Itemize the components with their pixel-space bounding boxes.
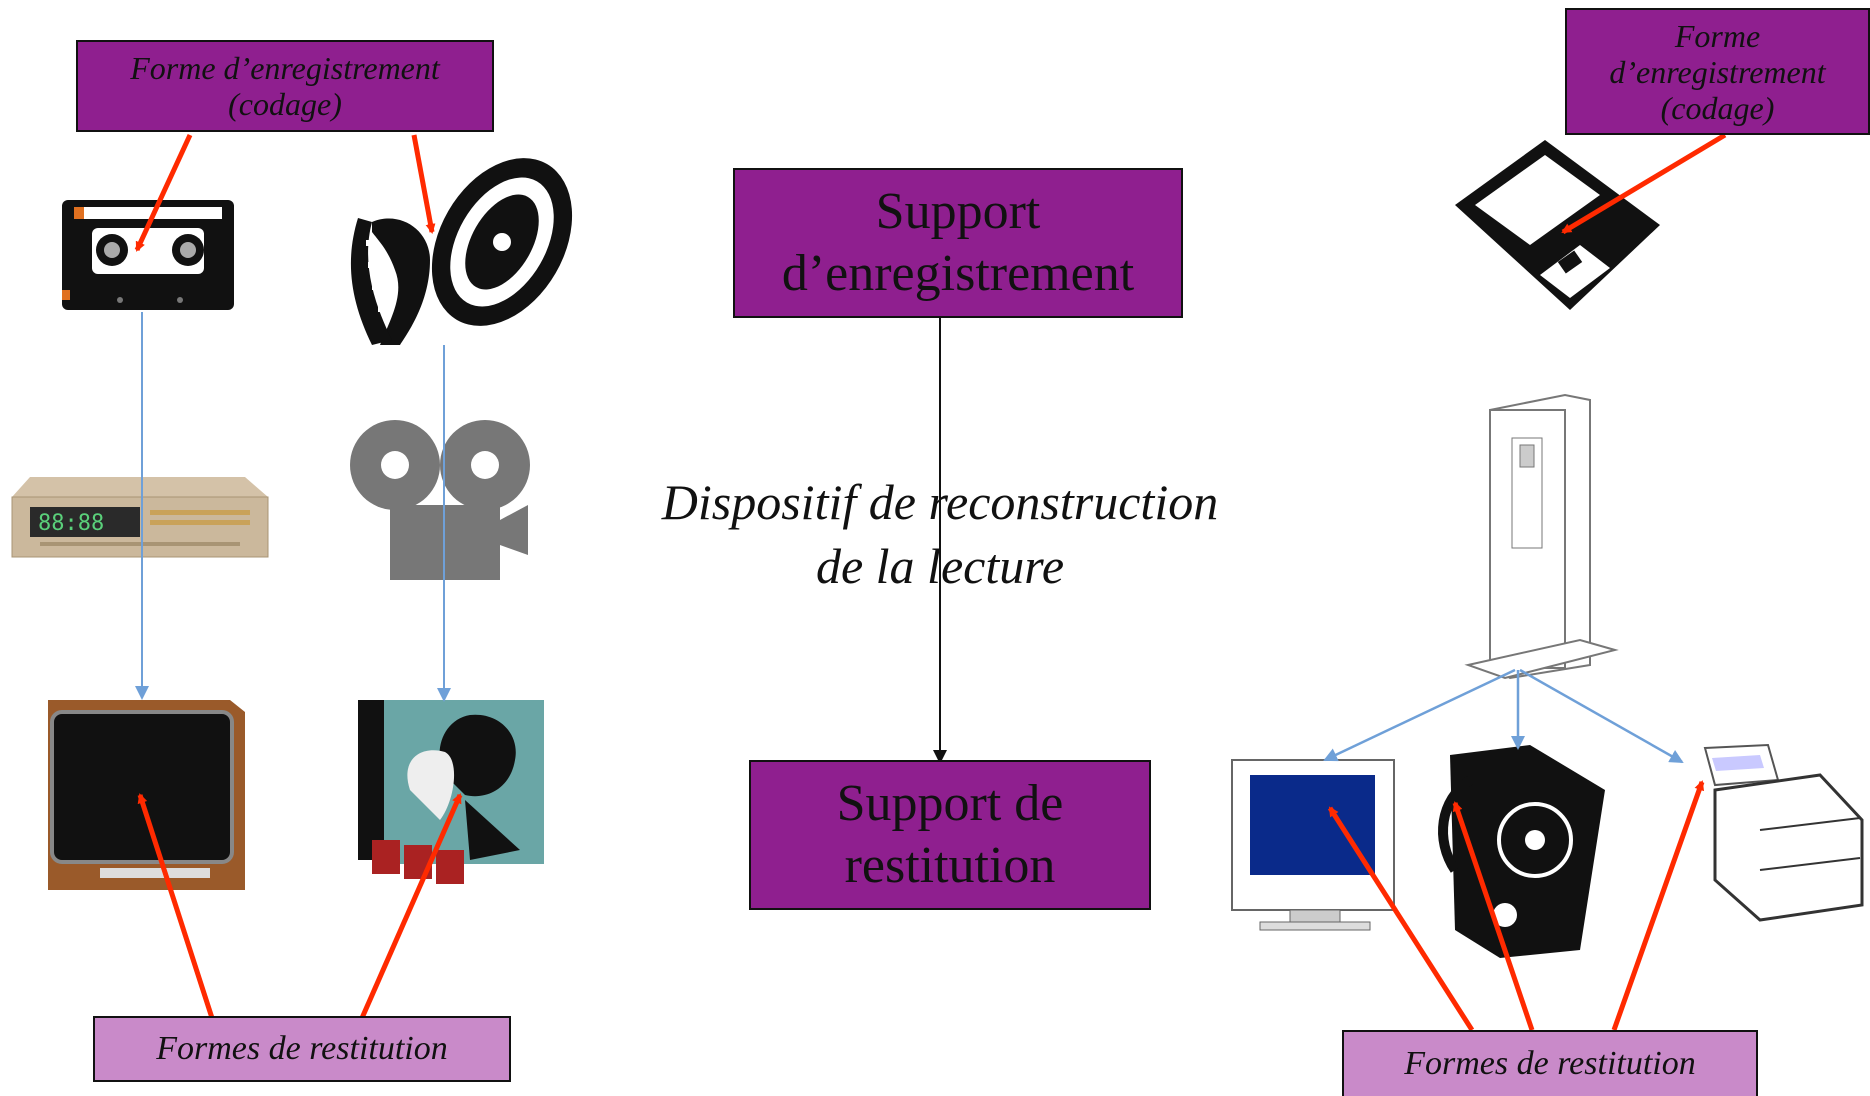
left-restitution-label: Formes de restitution	[93, 1016, 511, 1082]
red-arrow-coding-reel	[411, 134, 436, 234]
red-arrow-coding-cassette	[134, 133, 193, 252]
dispositif-line-2: de la lecture	[815, 538, 1065, 594]
left-coding-line-2: (codage)	[228, 86, 342, 122]
red-arrow-restitution-tv	[137, 793, 215, 1019]
right-coding-line-1: Forme	[1674, 17, 1761, 54]
speaker-icon	[1438, 745, 1605, 958]
right-coding-label: Forme d’enregistrement (codage)	[1565, 8, 1870, 135]
left-restitution-text: Formes de restitution	[156, 1030, 448, 1067]
svg-text:88:88: 88:88	[38, 511, 104, 536]
red-arrow-restitution-poster	[359, 793, 463, 1020]
cinema-poster-icon	[358, 700, 544, 884]
left-coding-label: Forme d’enregistrement (codage)	[76, 40, 494, 132]
right-restitution-label: Formes de restitution	[1342, 1030, 1758, 1096]
right-restitution-text: Formes de restitution	[1404, 1045, 1696, 1082]
arrow-server-printer	[1519, 668, 1684, 764]
cassette-icon	[62, 200, 234, 310]
film-reel-icon	[350, 158, 573, 345]
support-enregistrement-box: Support d’enregistrement	[733, 168, 1183, 318]
server-tower-icon	[1464, 393, 1619, 680]
vcr-icon: 88:88	[11, 477, 269, 558]
right-coding-line-3: (codage)	[1660, 89, 1775, 126]
dispositif-label: Dispositif de reconstruction de la lectu…	[600, 470, 1280, 598]
printer-icon	[1703, 743, 1864, 922]
left-coding-line-1: Forme d’enregistrement	[130, 50, 440, 86]
support-restitution-box: Support de restitution	[749, 760, 1151, 910]
red-arrow-coding-floppy	[1561, 132, 1727, 235]
dispositif-line-1: Dispositif de reconstruction	[661, 474, 1219, 530]
support-restitution-line-1: Support de	[836, 775, 1064, 832]
arrow-server-monitor	[1323, 668, 1516, 762]
red-arrow-restitution-speaker	[1452, 801, 1535, 1031]
red-arrow-restitution-monitor	[1327, 806, 1475, 1032]
floppy-disk-icon	[1455, 140, 1660, 310]
support-enregistrement-line-1: Support	[875, 183, 1041, 240]
right-coding-line-2: d’enregistrement	[1609, 53, 1826, 90]
red-arrow-restitution-printer	[1611, 780, 1705, 1031]
monitor-icon	[1231, 759, 1395, 931]
projector-icon	[350, 420, 530, 580]
tv-icon	[48, 700, 245, 890]
support-enregistrement-line-2: d’enregistrement	[781, 245, 1135, 302]
support-restitution-line-2: restitution	[844, 837, 1056, 894]
